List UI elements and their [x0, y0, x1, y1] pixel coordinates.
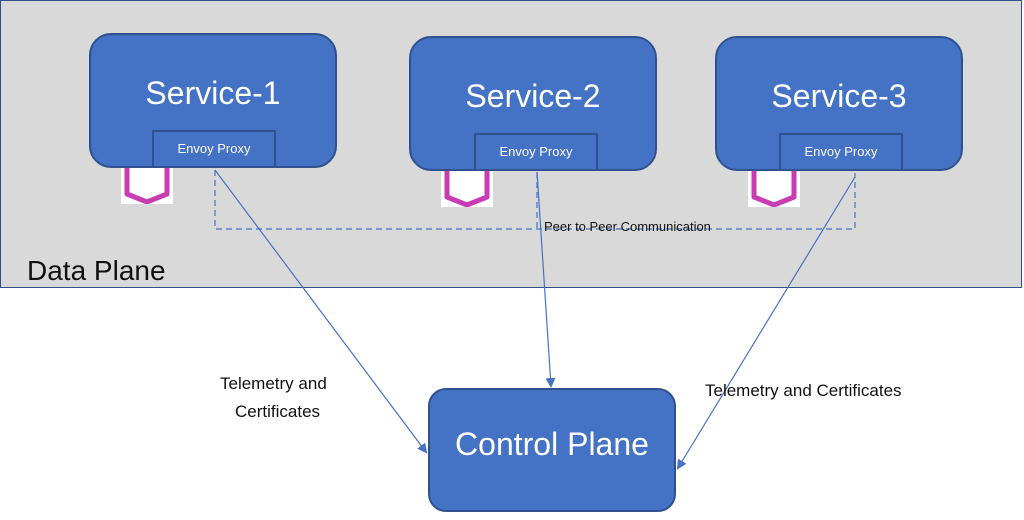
service-3-envoy-proxy: Envoy Proxy — [779, 133, 903, 171]
service-2-envoy-logo-icon — [441, 171, 493, 207]
control-plane-title: Control Plane — [455, 426, 649, 462]
service-1-envoy-logo-icon — [121, 168, 173, 204]
arrow-service-2-to-control — [536, 171, 556, 388]
service-3-envoy-logo-icon — [748, 171, 800, 207]
data-plane-label: Data Plane — [27, 255, 166, 286]
service-3-title: Service-3 — [771, 78, 907, 114]
telemetry-left-line1: Telemetry and — [220, 374, 327, 393]
service-2-title: Service-2 — [465, 78, 601, 114]
peer-to-peer-dashed-line — [214, 170, 856, 230]
control-plane-box: Control Plane — [428, 388, 676, 512]
arrow-service-3-to-control — [676, 176, 856, 470]
telemetry-left-line2: Certificates — [235, 402, 321, 421]
service-1-envoy-proxy: Envoy Proxy — [152, 130, 276, 168]
arrow-service-1-to-control — [214, 169, 428, 454]
service-2-envoy-proxy: Envoy Proxy — [474, 133, 598, 171]
peer-to-peer-label: Peer to Peer Communication — [544, 219, 711, 234]
service-1-title: Service-1 — [145, 75, 281, 111]
telemetry-right-label: Telemetry and Certificates — [705, 381, 902, 400]
